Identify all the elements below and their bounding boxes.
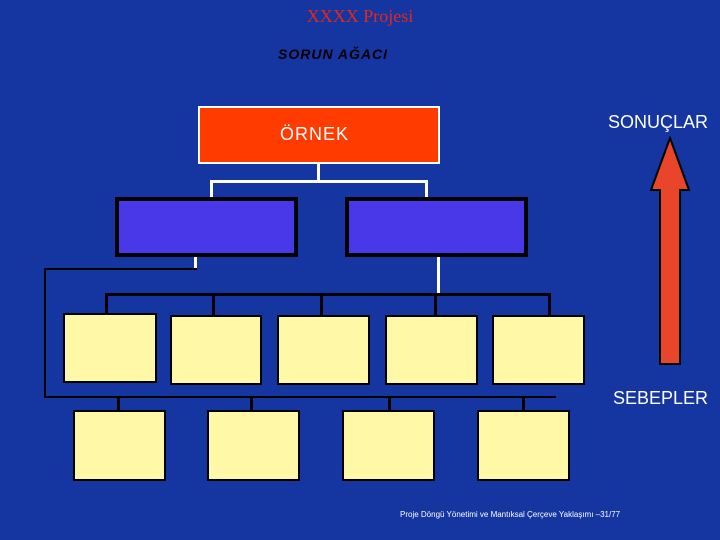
cause-box-row1-5 <box>492 315 585 385</box>
cause-box-row2-1 <box>73 410 166 481</box>
problem-box-label: ÖRNEK <box>280 124 350 144</box>
effect-box-right <box>345 197 528 257</box>
slide-footer: Proje Döngü Yönetimi ve Mantıksal Çerçev… <box>400 510 621 519</box>
connector-top-left-drop <box>210 180 213 198</box>
connector-right-stem <box>437 257 440 295</box>
cause-box-row1-1 <box>63 313 157 383</box>
connector-row2-bar <box>44 396 556 398</box>
connector-row2-drop-2 <box>250 396 253 410</box>
connector-row1-drop-3 <box>320 293 323 315</box>
connector-row1-drop-2 <box>212 293 215 315</box>
causes-label: SEBEPLER <box>613 388 709 408</box>
effect-box-left <box>115 197 298 257</box>
cause-box-row1-2 <box>170 315 262 385</box>
connector-row2-drop-1 <box>117 396 120 410</box>
cause-box-row2-2 <box>207 410 300 481</box>
connector-left-bar <box>46 268 197 270</box>
effects-label: SONUÇLAR <box>608 112 709 132</box>
connector-row1-drop-4 <box>434 293 437 315</box>
cause-box-row1-3 <box>277 315 370 385</box>
problem-box <box>198 106 440 164</box>
connector-top-bar <box>210 180 428 183</box>
connector-row1-drop-5 <box>548 293 551 315</box>
slide-title: XXXX Projesi <box>306 6 414 26</box>
connector-row1-drop-1 <box>105 293 108 315</box>
diagram-subtitle: SORUN AĞACI <box>278 46 389 62</box>
up-arrow-icon <box>649 136 691 365</box>
connector-left-stem <box>194 257 197 269</box>
connector-top-stem <box>317 164 320 182</box>
connector-left-side <box>44 268 46 398</box>
connector-row1-bar <box>105 293 551 296</box>
cause-box-row2-4 <box>477 410 570 481</box>
cause-box-row1-4 <box>385 315 478 385</box>
connector-row2-drop-4 <box>522 396 525 410</box>
connector-top-right-drop <box>425 180 428 198</box>
cause-box-row2-3 <box>342 410 435 481</box>
connector-row2-drop-3 <box>388 396 391 410</box>
